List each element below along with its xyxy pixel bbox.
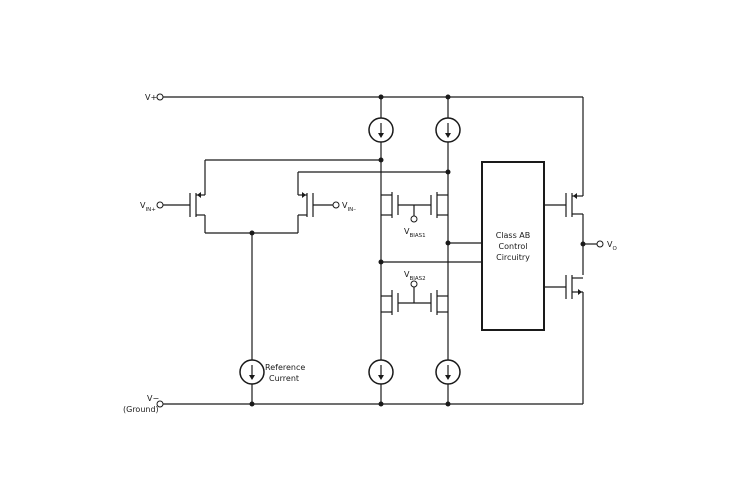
vplus-rail [156, 93, 584, 196]
vminus-rail [156, 292, 584, 408]
vin-minus-terminal [332, 201, 340, 209]
current-source-top-right [435, 97, 461, 200]
class-ab-control-box [481, 161, 545, 331]
reference-current-source [239, 233, 265, 404]
vplus-terminal [156, 93, 164, 101]
cascode-lower-pair [380, 262, 449, 315]
current-source-top-left [368, 97, 394, 200]
reference-current-label-line2: Current [269, 374, 299, 383]
input-transistor-right [297, 172, 333, 233]
class-ab-label-line3: Circuitry [496, 253, 530, 262]
vout-label: VO [607, 240, 617, 252]
output-transistor-top [544, 193, 584, 275]
vin-plus-terminal [156, 201, 164, 209]
output-transistor-bottom [544, 275, 583, 299]
vminus-label: V− [147, 394, 159, 403]
current-source-bottom-left [368, 310, 394, 404]
current-source-bottom-right [435, 310, 461, 404]
vin-minus-label: VIN– [342, 201, 356, 213]
vout-terminal [596, 240, 604, 248]
reference-current-label-line1: Reference [265, 363, 305, 372]
input-transistor-left [163, 160, 206, 233]
vbias2-terminal [410, 280, 418, 288]
ground-label: (Ground) [123, 405, 159, 414]
vbias1-label: VBIAS1 [404, 227, 426, 239]
vbias1-terminal [410, 215, 418, 223]
class-ab-label-line1: Class AB [496, 231, 531, 240]
cascode-upper-pair [380, 192, 449, 262]
class-ab-label-line2: Control [499, 242, 528, 251]
vplus-label: V+ [145, 93, 157, 102]
vin-plus-label: VIN+ [140, 201, 156, 213]
vbias2-label: VBIAS2 [404, 270, 426, 282]
